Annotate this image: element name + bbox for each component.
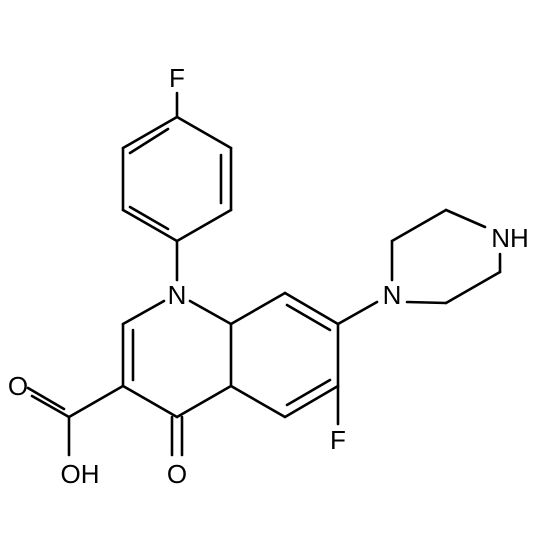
bond [128, 205, 170, 231]
bond [128, 127, 170, 155]
bond [175, 384, 233, 419]
nh-atom-piperazine: NH [491, 223, 529, 253]
bond [285, 303, 332, 332]
bond [30, 394, 71, 419]
bond [121, 384, 179, 419]
bond [188, 299, 233, 326]
bond [283, 291, 340, 326]
bond [175, 208, 233, 243]
bond [229, 291, 287, 326]
bond [336, 300, 379, 326]
bond [121, 115, 179, 150]
oxygen-atom-keto: O [167, 459, 187, 489]
bond [175, 115, 233, 150]
fluorine-atom-ring: F [330, 425, 346, 455]
fluorine-atom-top: F [169, 63, 185, 93]
bond [390, 208, 448, 243]
bond [444, 270, 502, 305]
bond [229, 384, 287, 419]
bond [405, 300, 448, 305]
bond [444, 208, 487, 229]
atom-labels: F N N NH F O OH O [8, 63, 529, 489]
bond [67, 384, 125, 419]
bond [285, 378, 332, 407]
hydroxyl-oh-atom: OH [61, 459, 100, 489]
bond [121, 299, 166, 326]
bond [283, 384, 340, 419]
oxygen-atom-acid: O [8, 371, 28, 401]
bond [26, 386, 66, 411]
bond [121, 208, 179, 243]
nitrogen-atom-piperazine: N [383, 280, 402, 310]
nitrogen-atom-n1: N [168, 280, 187, 310]
bonds [26, 91, 502, 457]
